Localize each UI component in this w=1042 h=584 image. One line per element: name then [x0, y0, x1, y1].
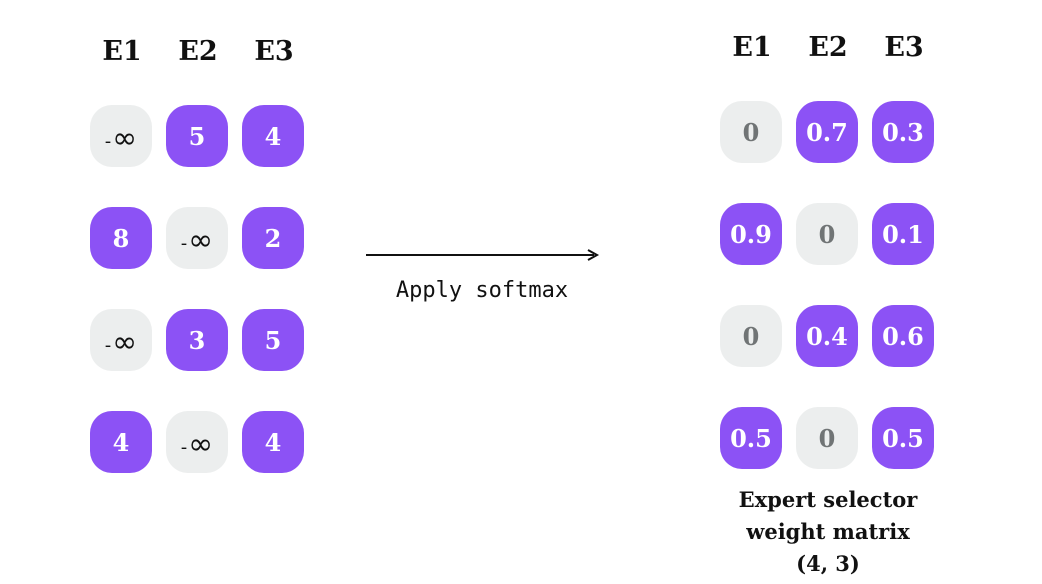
output-matrix-headers: E1 E2 E3	[720, 28, 944, 68]
matrix-cell-value: 0.1	[872, 203, 934, 265]
matrix-cell-value: 0.3	[872, 101, 934, 163]
caption-line: Expert selector	[738, 487, 918, 512]
column-header: E2	[808, 32, 848, 63]
matrix-cell-zero: 0	[720, 101, 782, 163]
column-header: E2	[178, 36, 218, 67]
output-matrix-caption: Expert selector weight matrix (4, 3)	[706, 484, 950, 580]
matrix-cell-value: 0.4	[796, 305, 858, 367]
matrix-cell-value: 4	[242, 105, 304, 167]
matrix-cell-masked: -∞	[166, 207, 228, 269]
matrix-cell-zero: 0	[720, 305, 782, 367]
caption-line: (4, 3)	[796, 551, 860, 576]
matrix-cell-value: 4	[242, 411, 304, 473]
matrix-cell-zero: 0	[796, 407, 858, 469]
matrix-cell-masked: -∞	[166, 411, 228, 473]
matrix-cell-value: 0.5	[872, 407, 934, 469]
matrix-cell-value: 3	[166, 309, 228, 371]
matrix-cell-value: 0.7	[796, 101, 858, 163]
caption-line: weight matrix	[746, 519, 910, 544]
column-header: E1	[732, 32, 772, 63]
matrix-cell-value: 0.6	[872, 305, 934, 367]
column-header: E3	[884, 32, 924, 63]
matrix-cell-value: 0.5	[720, 407, 782, 469]
matrix-cell-value: 5	[242, 309, 304, 371]
right-arrow-icon	[366, 249, 600, 261]
matrix-cell-value: 0.9	[720, 203, 782, 265]
column-header: E1	[102, 36, 142, 67]
matrix-cell-value: 8	[90, 207, 152, 269]
matrix-cell-masked: -∞	[90, 105, 152, 167]
column-header: E3	[254, 36, 294, 67]
matrix-cell-masked: -∞	[90, 309, 152, 371]
matrix-cell-value: 5	[166, 105, 228, 167]
matrix-cell-zero: 0	[796, 203, 858, 265]
matrix-cell-value: 4	[90, 411, 152, 473]
matrix-cell-value: 2	[242, 207, 304, 269]
arrow-label: Apply softmax	[395, 278, 569, 303]
input-matrix-headers: E1 E2 E3	[90, 32, 314, 72]
